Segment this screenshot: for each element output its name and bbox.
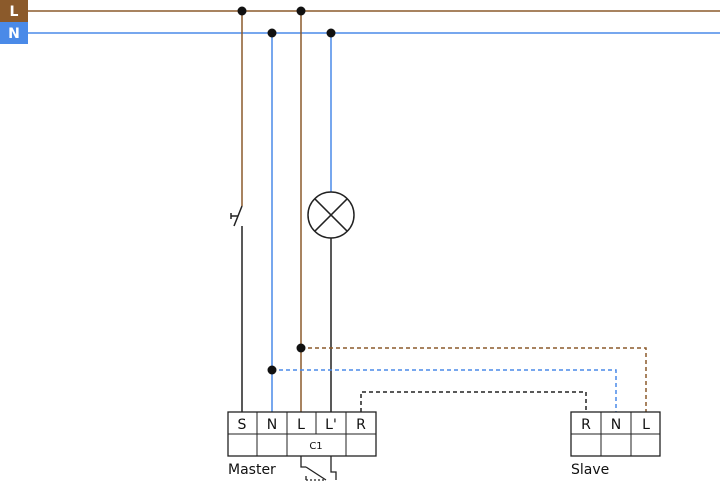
relay-contact-icon — [300, 456, 337, 481]
master-terminal-l-prime: L' — [325, 417, 337, 433]
slave-label: Slave — [571, 462, 609, 478]
line-tag-label: L — [10, 4, 19, 20]
slave-terminal-r: R — [581, 417, 591, 433]
junction-dot — [267, 365, 277, 375]
neutral-tag — [0, 22, 28, 44]
master-terminal-s: S — [238, 417, 247, 433]
slave-module: R N L — [570, 411, 661, 457]
master-module: S N L L' R C1 — [227, 411, 377, 457]
junction-dot — [296, 6, 306, 16]
slave-terminal-n: N — [611, 417, 621, 433]
junction-dot — [237, 6, 247, 16]
line-tag — [0, 0, 28, 22]
slave-terminal-l: L — [642, 417, 650, 433]
master-label: Master — [228, 462, 276, 478]
slave-line-dashed-wire — [301, 347, 647, 412]
junction-dot — [267, 28, 277, 38]
push-button-switch-icon — [230, 205, 243, 227]
master-terminal-n: N — [267, 417, 277, 433]
master-terminal-r: R — [356, 417, 366, 433]
remote-link-dashed-wire — [360, 391, 587, 412]
slave-neutral-dashed-wire — [272, 369, 617, 412]
lamp-icon — [307, 191, 355, 239]
junction-dot — [326, 28, 336, 38]
master-contact-label: C1 — [309, 441, 322, 452]
neutral-tag-label: N — [8, 26, 20, 42]
junction-dot — [296, 343, 306, 353]
master-terminal-l: L — [297, 417, 305, 433]
